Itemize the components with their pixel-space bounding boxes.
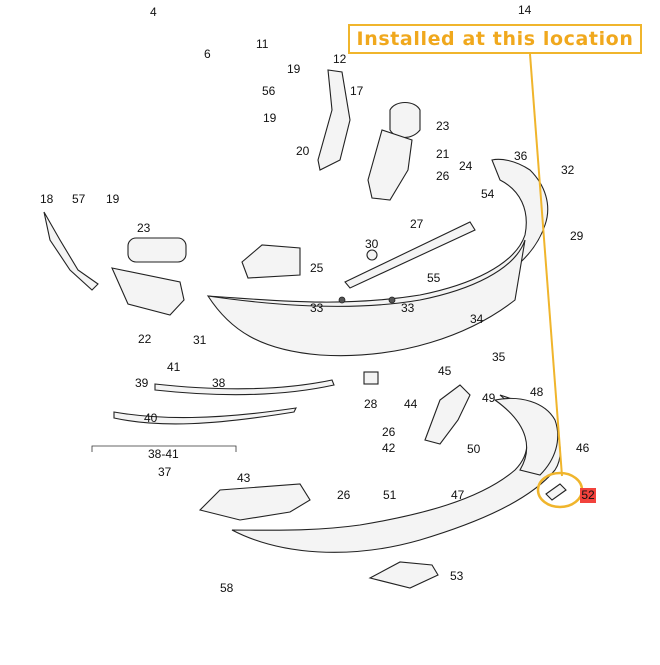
part-label-37: 37 (158, 465, 172, 479)
part-label-26: 26 (337, 488, 351, 502)
part-label-4: 4 (150, 5, 157, 19)
trim-upper (154, 379, 335, 396)
bumper-cover-lower-edge (206, 239, 526, 357)
screw-33b (388, 296, 396, 304)
part-label-12: 12 (333, 52, 347, 66)
part-label-43: 43 (237, 471, 251, 485)
screw-33a (338, 296, 346, 304)
bracket-17 (317, 69, 351, 171)
part-label-28: 28 (364, 397, 378, 411)
part-label-51: 51 (383, 488, 397, 502)
part-label-11: 11 (256, 37, 269, 51)
lower-apron (231, 394, 561, 553)
part-52-label: 52 (581, 488, 595, 502)
part-label-33: 33 (310, 301, 324, 315)
part-label-14: 14 (518, 3, 532, 17)
clip-28 (363, 371, 379, 385)
callout-box: Installed at this location (348, 24, 642, 54)
part-label-36: 36 (514, 149, 528, 163)
part-label-39: 39 (135, 376, 149, 390)
reflector-22 (111, 267, 185, 316)
part-label-30: 30 (365, 237, 379, 251)
part-label-34: 34 (470, 312, 484, 326)
callout-leader (529, 53, 563, 477)
part-label-54: 54 (481, 187, 495, 201)
part-label-46: 46 (576, 441, 590, 455)
part-label-48: 48 (530, 385, 544, 399)
grommet-30 (366, 249, 378, 261)
part-label-26: 26 (436, 169, 450, 183)
fog-light-53 (368, 561, 439, 589)
part-label-45: 45 (438, 364, 452, 378)
part-label-42: 42 (382, 441, 396, 455)
part-label-20: 20 (296, 144, 310, 158)
part-label-35: 35 (492, 350, 506, 364)
part-label-56: 56 (262, 84, 276, 98)
part-label-44: 44 (404, 397, 418, 411)
bracket-18 (43, 211, 99, 291)
bracket-21 (367, 129, 413, 201)
part-label-22: 22 (138, 332, 152, 346)
part-52-highlight: 52 (580, 488, 596, 503)
part-label-25: 25 (310, 261, 324, 275)
part-label-47: 47 (451, 488, 465, 502)
part-label-40: 40 (144, 411, 158, 425)
part-label-17: 17 (350, 84, 364, 98)
part-label-19: 19 (263, 111, 277, 125)
part-label-19: 19 (287, 62, 301, 76)
reflector-23-upper (389, 101, 421, 139)
rail-55 (344, 221, 476, 289)
apron-side (493, 397, 559, 476)
part-label-57: 57 (72, 192, 86, 206)
part-label-32: 32 (561, 163, 575, 177)
part-label-41: 41 (167, 360, 181, 374)
part-label-27: 27 (410, 217, 424, 231)
part-label-21: 21 (436, 147, 450, 161)
part-label-29: 29 (570, 229, 584, 243)
reflector-23 (127, 237, 187, 263)
part-label-23: 23 (436, 119, 450, 133)
part-label-24: 24 (459, 159, 473, 173)
bracket-25 (241, 244, 301, 279)
part-label-18: 18 (40, 192, 54, 206)
group-bracket (91, 445, 237, 452)
part-label-23: 23 (137, 221, 151, 235)
part-label-33: 33 (401, 301, 415, 315)
bracket-42 (424, 384, 471, 445)
part-label-38: 38 (212, 376, 226, 390)
part-label-58: 58 (220, 581, 234, 595)
part-label-53: 53 (450, 569, 464, 583)
trim-strip (113, 407, 297, 425)
part-label-31: 31 (193, 333, 207, 347)
part-52 (545, 483, 567, 501)
part-label-50: 50 (467, 442, 481, 456)
part-label-19: 19 (106, 192, 120, 206)
part-label-55: 55 (427, 271, 441, 285)
diffuser (198, 483, 311, 521)
part-label-6: 6 (204, 47, 211, 61)
part-label-26: 26 (382, 425, 396, 439)
part-label-49: 49 (482, 391, 496, 405)
part-label-38-41: 38-41 (148, 447, 179, 461)
callout-text: Installed at this location (356, 28, 634, 50)
